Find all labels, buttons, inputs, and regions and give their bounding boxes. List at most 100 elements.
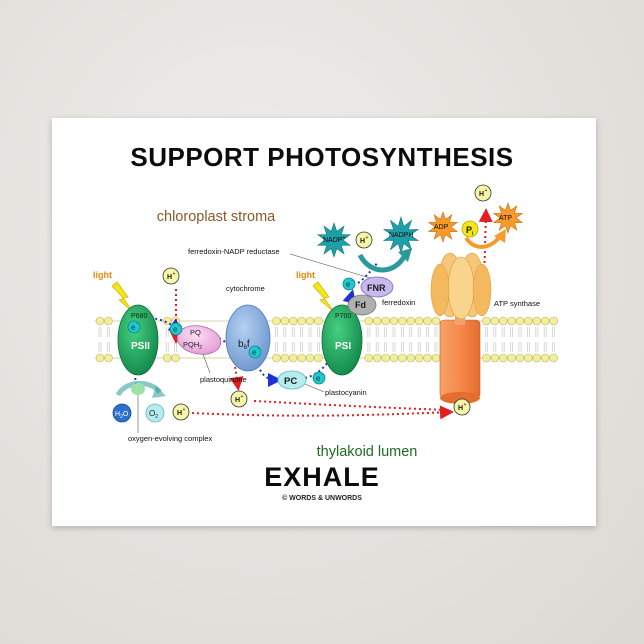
lipid-head [297,353,306,363]
h2o-o: O [123,411,129,418]
water-molecule: H2O [112,403,132,423]
lipid-head [406,353,416,363]
lipid-head [549,316,558,326]
proton-sup: + [366,235,369,241]
nadph: NADPH [382,215,420,255]
psii-label: PSII [131,341,150,352]
lipid-head [431,353,441,363]
lipid-head [272,316,281,326]
lipid-head [532,353,542,363]
adp: ADP [427,211,459,243]
plastocyanin: PC plastocyanin [277,370,367,397]
light-left: light [93,270,134,313]
lipid-head [162,353,172,363]
lipid-head [482,353,491,363]
lipid-head [540,316,550,326]
pq-label: PQ [190,328,201,337]
fnr-label: FNR [367,283,386,293]
proton-label: H [167,274,172,281]
proton-label: H [458,405,463,412]
lipid-head [482,316,491,326]
atp-synthase-label: ATP synthase [494,299,540,308]
proton-label: H [360,238,365,245]
proton-markers: H+H+H+H+H+H+ [162,184,492,421]
oxygen-evolving-core [131,383,145,395]
o2-sub: 2 [155,414,158,420]
lipid-head [507,353,516,363]
plastocyanin-label: plastocyanin [325,388,367,397]
electron-label: e [173,325,178,334]
ferredoxin-label: ferredoxin [382,298,415,307]
pi-label: P [466,225,472,235]
lightning-bolt-icon [111,281,134,313]
lipid-head [406,316,416,326]
svg-text:O2: O2 [149,409,158,420]
pqh2-label: PQH [183,340,199,349]
atp-synthesis-arrow [464,234,502,249]
proton-circle [230,390,248,408]
lightning-bolt-icon [312,281,335,313]
lipid-head [431,316,441,326]
lipid-head [507,316,516,326]
plastoquinone-label: plastoquinone [200,375,247,384]
lipid-head [524,316,533,326]
lipid-head [364,353,374,363]
fd-label: Fd [355,300,366,310]
bottom-title: EXHALE [264,462,380,492]
svg-text:PQH2: PQH2 [183,340,202,351]
lipid-head [95,316,105,326]
lipid-head [515,316,525,326]
svg-text:NADP+: NADP+ [323,235,345,244]
copyright-notice: © WORDS & UNWORDS [282,495,362,502]
proton-circle [355,231,373,249]
electron-circle [342,277,356,291]
svg-text:Pi: Pi [466,225,474,237]
proton-circle [172,403,190,421]
fnr-full-label: ferredoxin-NADP reductase [188,247,280,256]
oxygen-complex-label: oxygen-evolving complex [128,434,212,443]
proton-sup: + [464,402,467,408]
cytochrome-label: cytochrome [226,284,265,293]
electron-sup: − [136,321,139,327]
electron-sup: − [351,278,354,284]
electron-sup: − [178,323,181,329]
lipid-head [414,353,424,363]
nadph-label: NADPH [389,232,414,239]
p680-label: P680 [131,313,147,320]
nadp-label: NADP [323,237,343,244]
lipid-head [540,353,550,363]
adp-label: ADP [434,224,449,231]
proton-label: H [177,410,182,417]
pc-label: PC [284,376,297,387]
lipid-head [297,316,306,326]
lipid-head [515,353,525,363]
electron-circle [169,322,183,336]
lipid-head [423,353,432,363]
electron-sup: − [321,372,324,378]
stroma-label: chloroplast stroma [157,209,276,225]
lipid-head [381,353,390,363]
light-right: light [296,270,335,313]
proton-sup: + [173,271,176,277]
b6f-f: f [247,339,250,350]
lipid-head [272,353,281,363]
lipid-head [314,316,323,326]
psi-label: PSI [335,341,351,352]
lipid-head [532,316,542,326]
light-label-right: light [296,270,315,280]
atp-synthase: ATP synthase [430,252,540,404]
proton-sup: + [241,394,244,400]
lipid-head [288,316,298,326]
proton-circle [474,184,492,202]
electron-label: e [131,323,136,332]
lipid-head [398,316,407,326]
proton-sup: + [183,407,186,413]
thylakoid-membrane [95,316,558,363]
b6f-b: b [238,339,244,350]
lipid-head [490,353,500,363]
lipid-head [414,316,424,326]
lipid-head [498,316,508,326]
lipid-head [364,316,374,326]
lipid-head [398,353,407,363]
proton-label: H [235,397,240,404]
